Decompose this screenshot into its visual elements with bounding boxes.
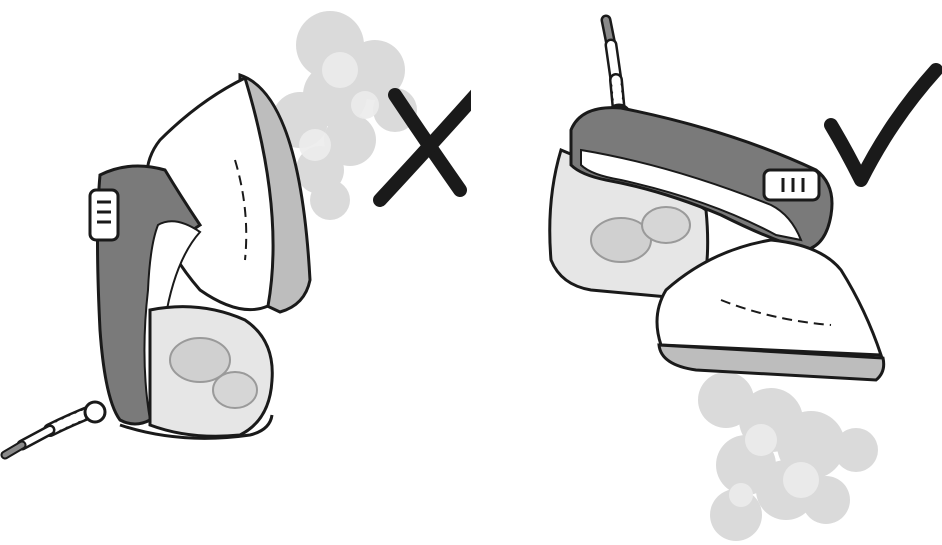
iron-sideways-drawing [0,0,471,545]
steam-trigger-button [90,190,118,240]
power-cord-sideways [5,402,105,455]
panel-incorrect-usage [0,0,471,545]
check-mark-icon [831,70,936,180]
steam-cloud-downward [698,372,878,541]
iron-horizontal-drawing [471,0,942,545]
panel-correct-usage [471,0,942,545]
